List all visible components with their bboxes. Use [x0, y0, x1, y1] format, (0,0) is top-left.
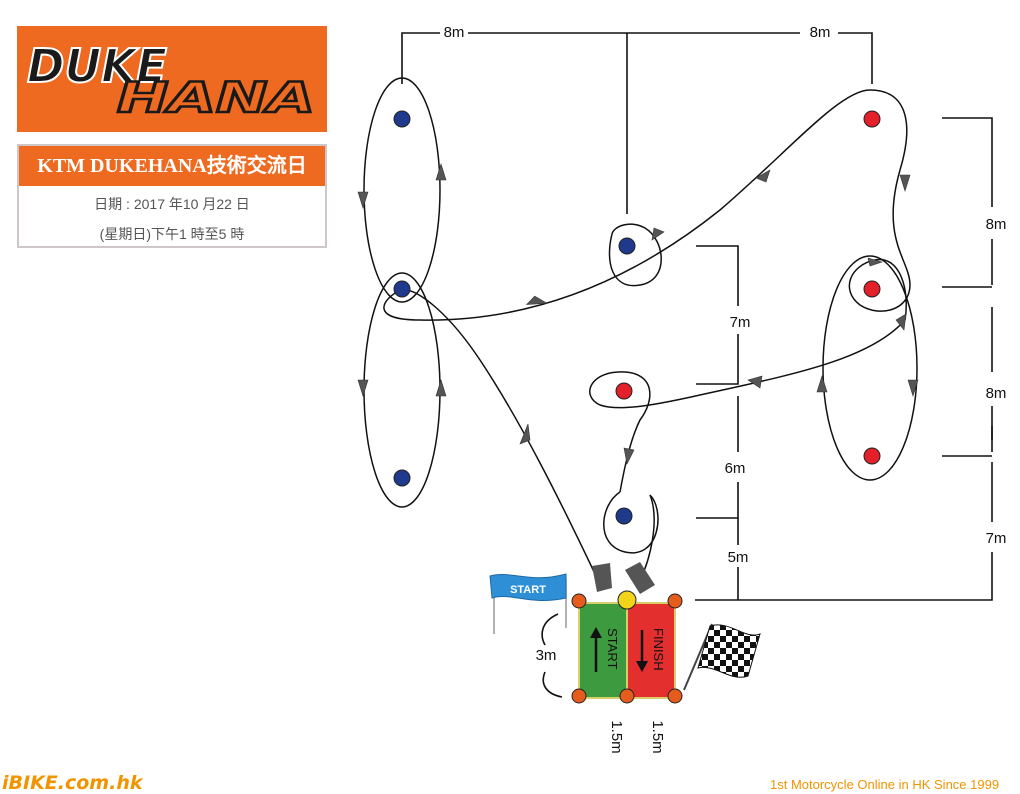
- measurement-lines: [401, 32, 993, 698]
- event-time: (星期日)下午1 時至5 時: [99, 226, 245, 242]
- logo-hana-text: HANA: [117, 73, 315, 122]
- cone-orange: [571, 593, 587, 609]
- event-date: 日期 : 2017 年10 月22 日: [94, 196, 250, 212]
- measure-right-1: 8m: [986, 216, 1007, 233]
- cone-red: [863, 447, 881, 465]
- cone-orange: [619, 688, 635, 704]
- cone-red: [863, 110, 881, 128]
- start-lane-label: START: [605, 628, 620, 669]
- finish-lane: [626, 602, 676, 699]
- logo-duke-text: DUKE: [27, 39, 167, 93]
- measure-mid-3: 5m: [728, 549, 749, 566]
- cone-orange: [667, 593, 683, 609]
- start-finish-arrows: [592, 562, 655, 594]
- measure-right-3: 7m: [986, 530, 1007, 547]
- dukehana-logo: DUKE HANA: [17, 26, 327, 132]
- measure-mid-1: 7m: [730, 314, 751, 331]
- cone-blue: [393, 280, 411, 298]
- cone-yellow: [617, 590, 637, 610]
- cone-red: [615, 382, 633, 400]
- event-info-box: KTM DUKEHANA技術交流日 日期 : 2017 年10 月22 日 (星…: [17, 144, 327, 248]
- cones: [393, 110, 881, 525]
- measure-gate-depth: 3m: [536, 647, 557, 664]
- measure-top-left: 8m: [444, 24, 465, 41]
- start-banner: START: [489, 573, 567, 634]
- direction-arrows: [357, 162, 919, 465]
- cone-blue: [615, 507, 633, 525]
- checkered-flag-icon: [683, 623, 761, 691]
- start-finish-gate: START FINISH: [571, 590, 683, 704]
- cone-orange: [571, 688, 587, 704]
- ibike-logo: iBIKE.com.hk: [2, 772, 143, 794]
- start-lane: [578, 602, 628, 699]
- cone-orange: [667, 688, 683, 704]
- cone-blue: [618, 237, 636, 255]
- cone-red: [863, 280, 881, 298]
- cone-blue: [393, 469, 411, 487]
- start-banner-label: START: [510, 584, 546, 596]
- measure-right-2: 8m: [986, 385, 1007, 402]
- riding-path: [363, 77, 918, 581]
- event-title: KTM DUKEHANA技術交流日: [19, 146, 325, 186]
- finish-lane-label: FINISH: [651, 628, 666, 671]
- measure-top-right: 8m: [810, 24, 831, 41]
- footer-tagline: 1st Motorcycle Online in HK Since 1999: [770, 777, 1000, 792]
- cone-blue: [393, 110, 411, 128]
- measure-lane-right: 1.5m: [649, 720, 666, 753]
- measure-mid-2: 6m: [725, 460, 746, 477]
- measure-lane-left: 1.5m: [608, 720, 625, 753]
